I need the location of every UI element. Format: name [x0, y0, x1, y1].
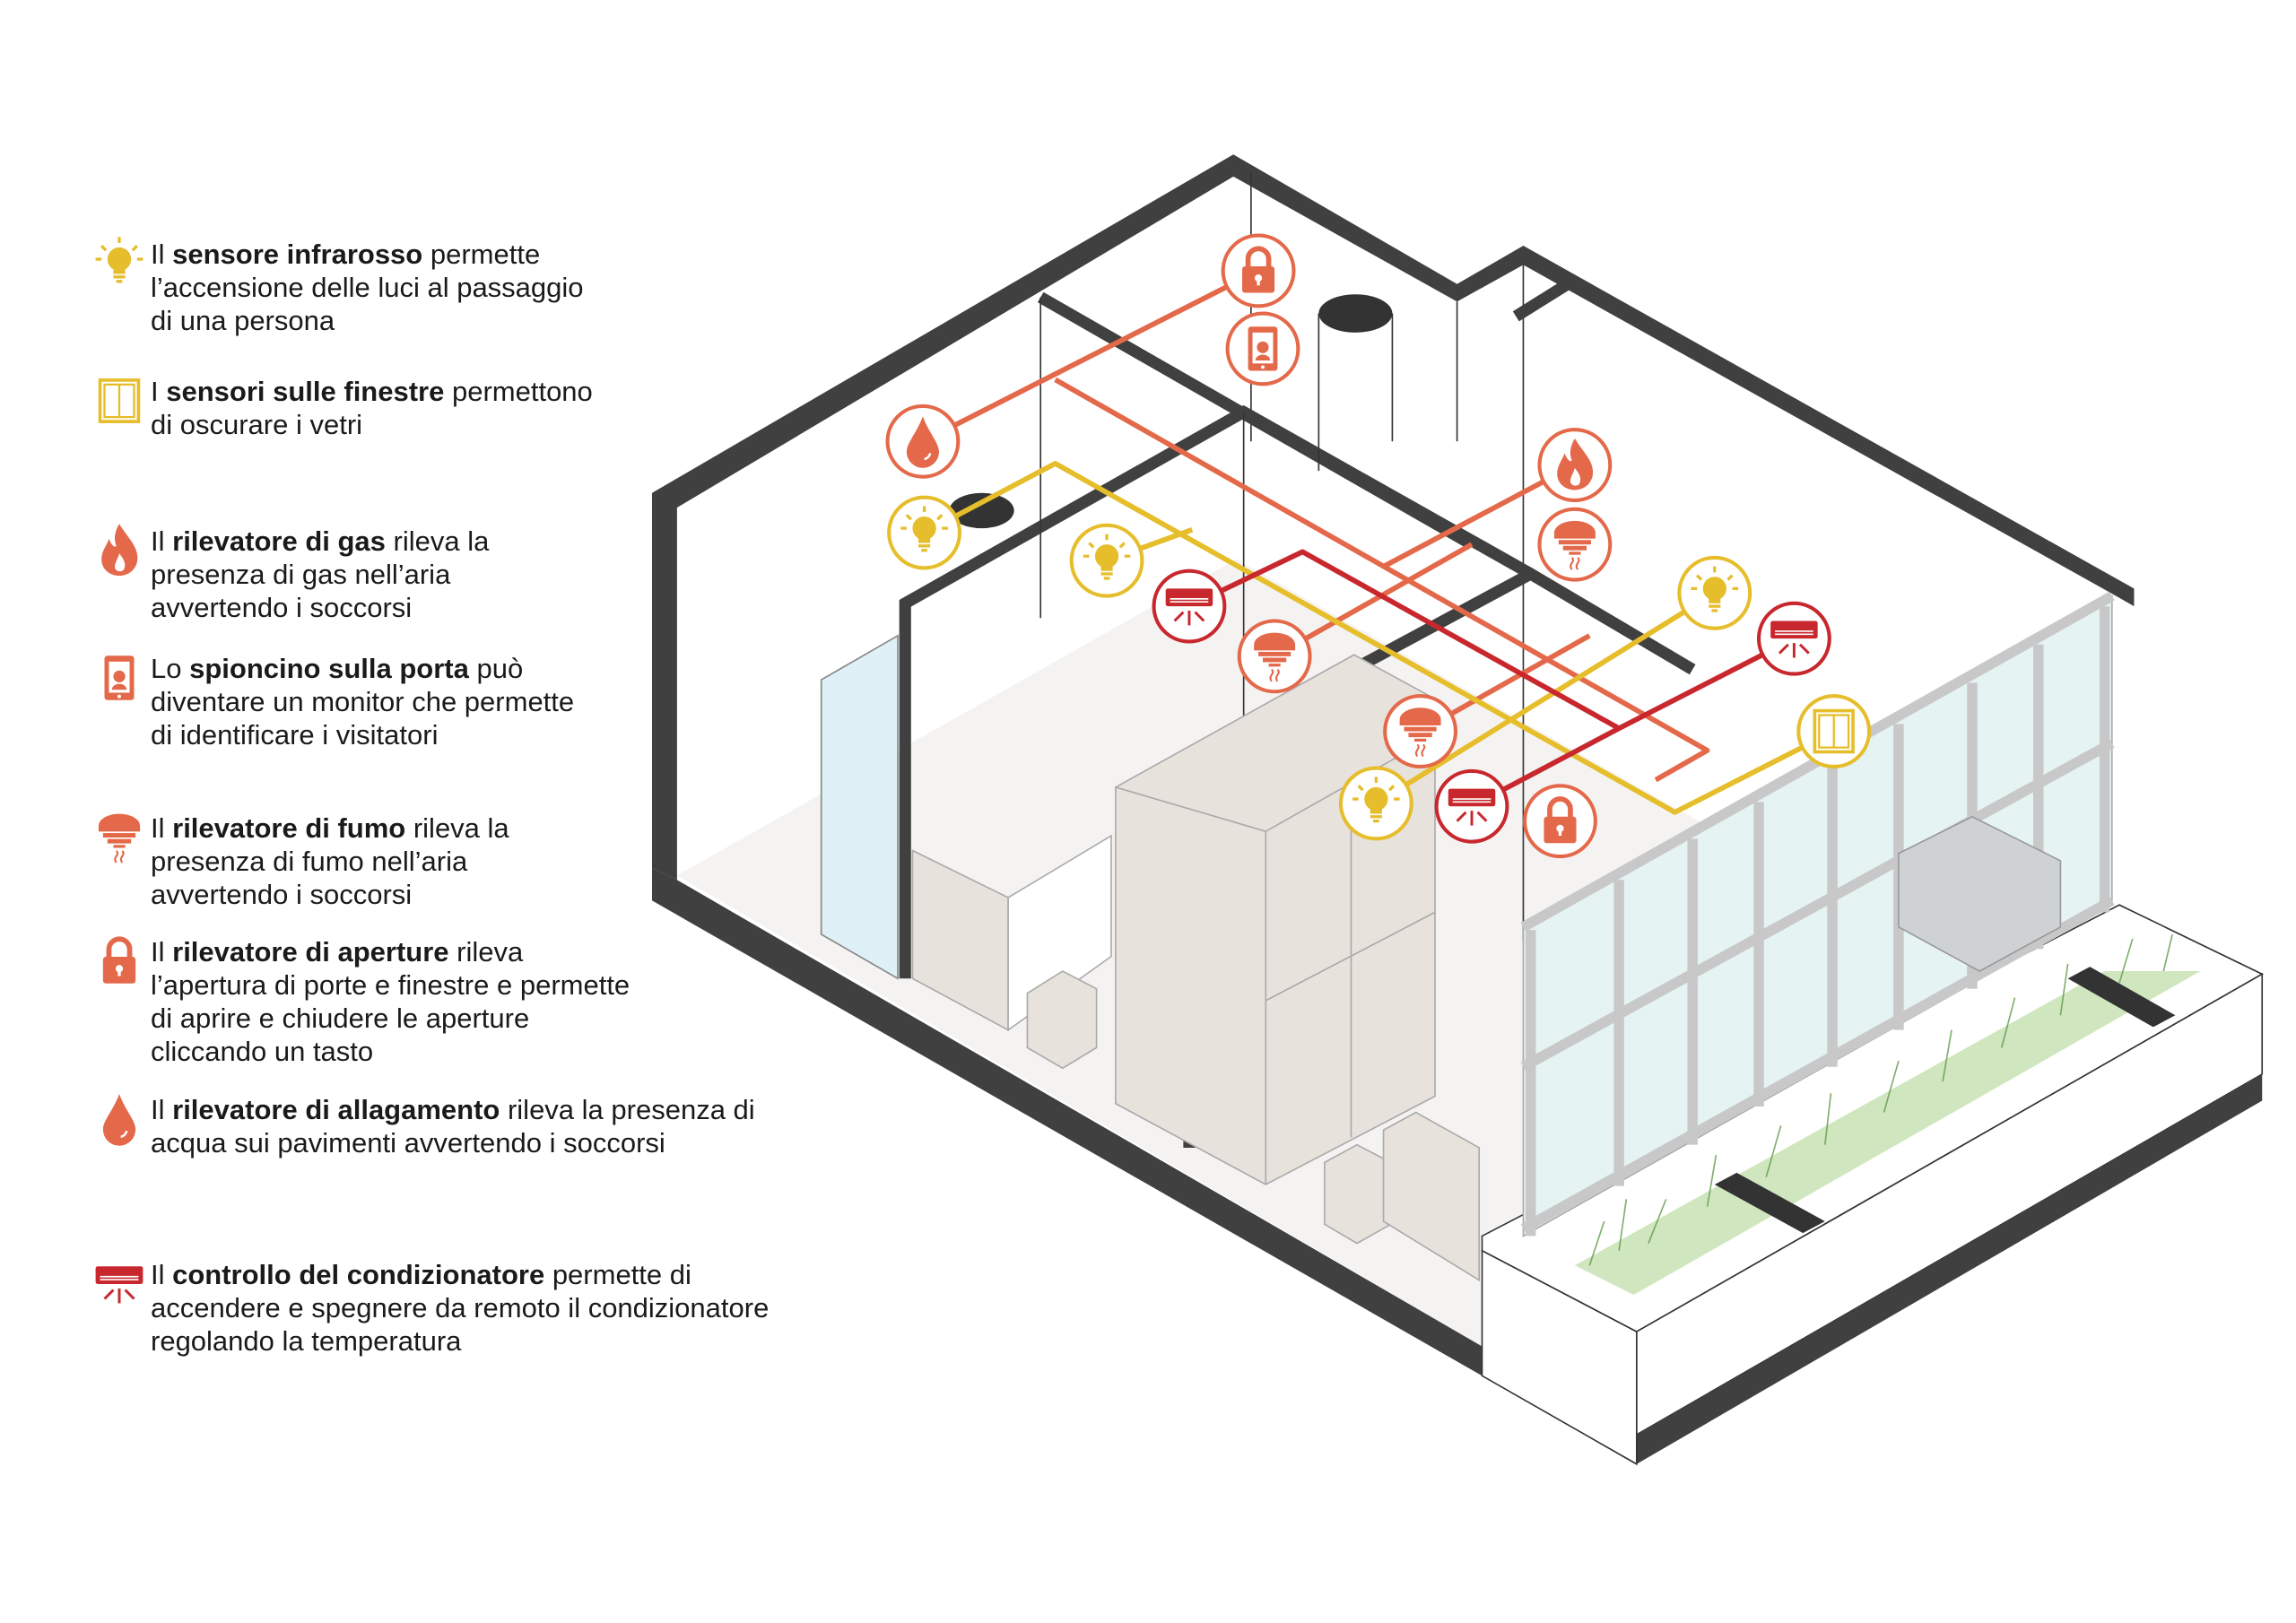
smoke-detector-icon: [97, 812, 142, 864]
nightstand: [1026, 970, 1098, 1070]
interior-wall: [1512, 274, 1578, 322]
sensor-ac-badge[interactable]: [1434, 768, 1509, 844]
sensor-light-badge[interactable]: [887, 495, 962, 570]
water-drop-icon: [101, 1092, 137, 1147]
air-conditioner-icon: [94, 1264, 144, 1305]
flame-icon: [101, 524, 138, 577]
sensor-smoke-badge[interactable]: [1383, 694, 1458, 769]
sensor-light-badge[interactable]: [1338, 766, 1413, 841]
sensor-gas-badge[interactable]: [1537, 428, 1613, 502]
column-top: [949, 492, 1014, 529]
sensor-lock-badge[interactable]: [1221, 233, 1296, 308]
sensor-smoke-badge[interactable]: [1237, 619, 1312, 694]
column-top: [1318, 294, 1393, 333]
planter-divider: [1714, 1172, 1825, 1234]
sensor-ac-badge[interactable]: [1756, 601, 1831, 676]
sensor-ac-badge[interactable]: [1152, 568, 1227, 644]
sensor-water-badge[interactable]: [885, 404, 961, 479]
cabinet: [1382, 1111, 1481, 1282]
planter-divider: [2067, 967, 2176, 1028]
wiring-orange: [921, 268, 1710, 783]
interior-wall: [899, 404, 1534, 979]
tablet-icon: [104, 655, 135, 700]
grass: [1588, 933, 2173, 1266]
sensor-light-badge[interactable]: [1677, 555, 1752, 630]
sensor-light-badge[interactable]: [1069, 523, 1144, 598]
glass-partition: [820, 634, 899, 980]
bed: [1007, 834, 1112, 1032]
planter-side: [1481, 1249, 1638, 1466]
floor-slab: [651, 868, 1483, 1376]
sensor-window-badge[interactable]: [1796, 694, 1872, 769]
sensor-tablet-badge[interactable]: [1225, 311, 1300, 386]
nightstand: [1324, 1143, 1392, 1245]
grass-bed: [1574, 971, 2201, 1296]
sensor-badges: [885, 233, 1872, 859]
planter-base: [1636, 1073, 2263, 1464]
window-icon: [98, 378, 141, 423]
sensor-lock-badge[interactable]: [1523, 784, 1597, 859]
legend-item-flood: Il rilevatore di allagamento rileva la p…: [90, 1092, 755, 1159]
padlock-icon: [90, 932, 149, 991]
sensor-smoke-badge[interactable]: [1537, 507, 1613, 582]
lightbulb-icon: [93, 235, 145, 285]
legend-item-ac: Il controllo del condizionatore permette…: [90, 1258, 769, 1358]
